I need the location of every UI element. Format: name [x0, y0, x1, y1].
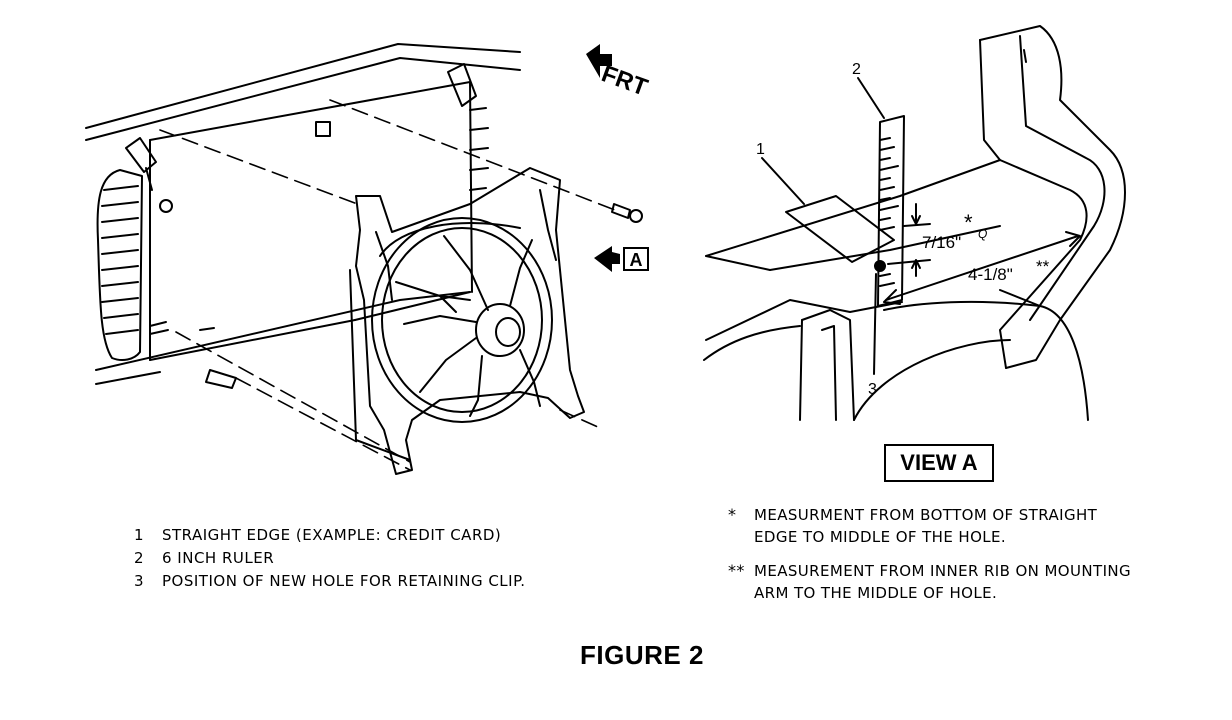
legend-item-number: 1 [134, 526, 145, 544]
callout-3: 3 [868, 381, 877, 398]
dimension-rib-offset: 4-1/8" [968, 265, 1013, 284]
note-mark: ** [728, 561, 745, 580]
note-line: ARM TO THE MIDDLE OF HOLE. [754, 584, 998, 602]
legend-item-text: STRAIGHT EDGE (EXAMPLE: CREDIT CARD) [162, 526, 502, 544]
note-line: MEASUREMENT FROM INNER RIB ON MOUNTING [754, 562, 1132, 580]
legend-item: 1 STRAIGHT EDGE (EXAMPLE: CREDIT CARD) [134, 524, 526, 547]
legend-item: 2 6 INCH RULER [134, 547, 526, 570]
view-marker-letter: A [630, 250, 643, 270]
fan-shroud [349, 167, 585, 475]
callout-2: 2 [852, 61, 861, 78]
legend-item-text: POSITION OF NEW HOLE FOR RETAINING CLIP. [162, 572, 526, 590]
bolt [611, 203, 643, 223]
callout-1: 1 [756, 141, 765, 158]
dimension-hole-offset: 7/16" [922, 233, 961, 252]
figure-title: FIGURE 2 [580, 640, 704, 670]
dimension-hole-offset-q: Q [978, 227, 987, 241]
view-a-title-text: VIEW A [900, 450, 978, 475]
radiator-drawing [85, 43, 521, 389]
view-a-marker: A [594, 246, 649, 272]
legend-item-text: 6 INCH RULER [162, 549, 275, 567]
note-line: EDGE TO MIDDLE OF THE HOLE. [754, 528, 1007, 546]
front-direction-arrow: FRT [586, 44, 651, 102]
note-item: * MEASURMENT FROM BOTTOM OF STRAIGHT EDG… [728, 504, 1131, 548]
note-item: ** MEASUREMENT FROM INNER RIB ON MOUNTIN… [728, 560, 1131, 604]
legend-item: 3 POSITION OF NEW HOLE FOR RETAINING CLIP… [134, 570, 526, 593]
view-a-title: VIEW A [884, 444, 994, 482]
frt-label: FRT [598, 60, 651, 101]
note-line: MEASURMENT FROM BOTTOM OF STRAIGHT [754, 506, 1098, 524]
fan-blades [371, 217, 553, 423]
legend-item-number: 2 [134, 549, 145, 567]
dimension-hole-offset-mark: * [964, 210, 973, 235]
dimension-rib-offset-mark: ** [1036, 257, 1050, 276]
view-a-drawing [703, 25, 1126, 421]
alignment-lines [159, 99, 616, 471]
note-mark: * [728, 505, 737, 524]
legend-item-number: 3 [134, 572, 145, 590]
measurement-notes: * MEASURMENT FROM BOTTOM OF STRAIGHT EDG… [728, 504, 1131, 604]
